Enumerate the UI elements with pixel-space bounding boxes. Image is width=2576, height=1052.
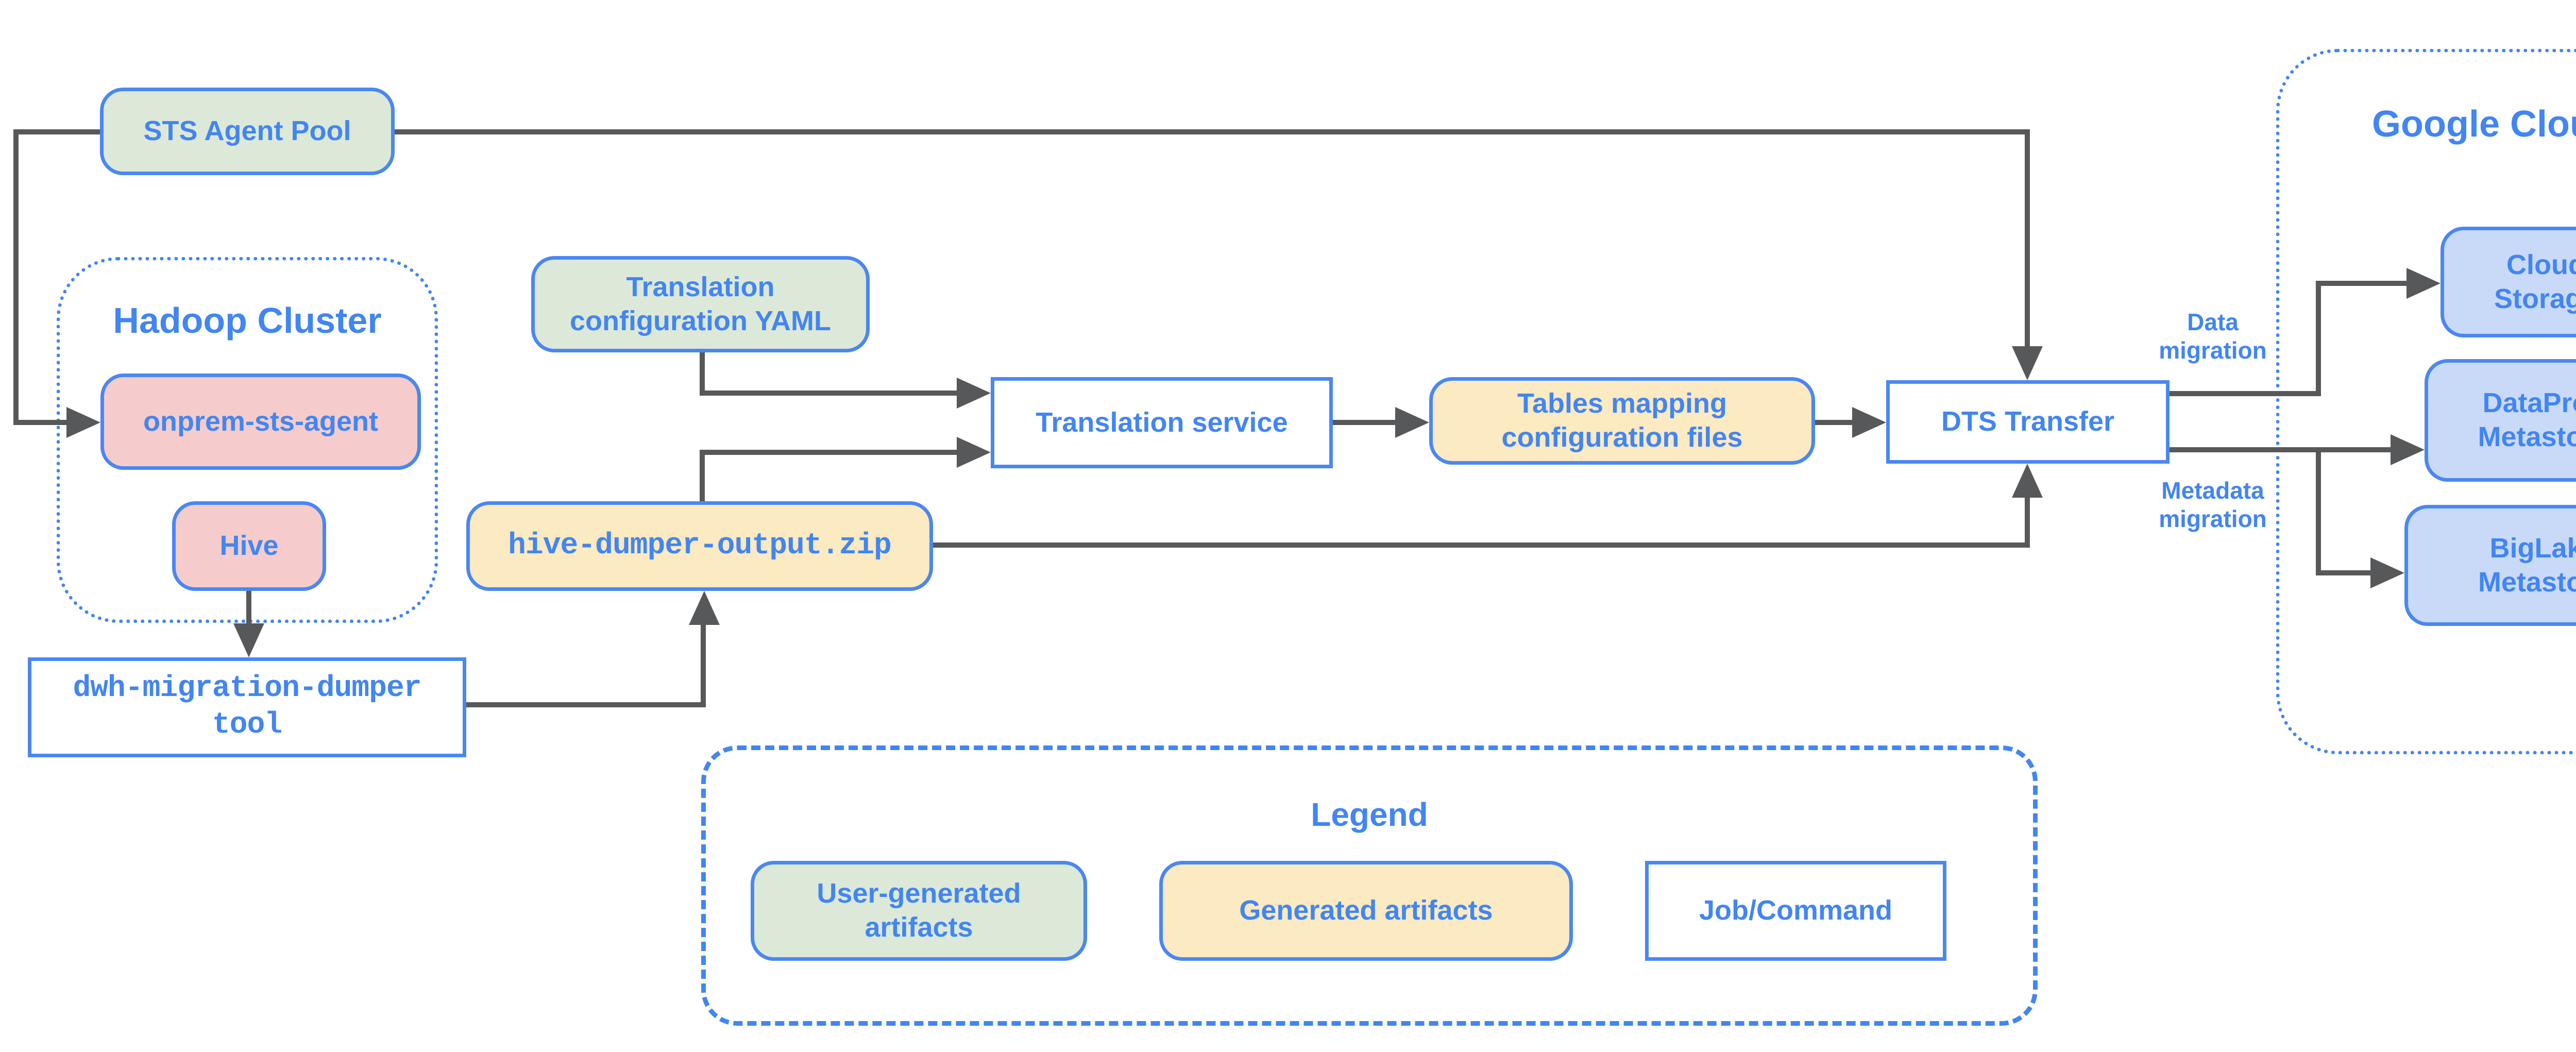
edge-tables-to-dts-line bbox=[1814, 420, 1857, 425]
edge-hive-to-dumper-line bbox=[246, 587, 251, 626]
legend-container: Legend bbox=[701, 745, 2038, 1026]
google-cloud-title: Google Cloud bbox=[2372, 104, 2576, 145]
node-onprem-sts-agent: onprem-sts-agent bbox=[100, 374, 421, 470]
node-dts-transfer: DTS Transfer bbox=[1886, 380, 2170, 464]
edge-up-into-dts-line bbox=[2025, 494, 2030, 548]
arrowhead-into-dataproc-metastore bbox=[2391, 434, 2425, 465]
arrowhead-into-dts-left bbox=[1852, 407, 1886, 438]
node-translation-configuration-yaml: Translation configuration YAML bbox=[531, 256, 870, 352]
edge-dumper-to-zip-line bbox=[701, 621, 706, 707]
hadoop-cluster-title: Hadoop Cluster bbox=[113, 300, 382, 341]
legend-item-job-command: Job/Command bbox=[1645, 861, 1946, 961]
edge-data-up-line bbox=[2316, 281, 2321, 396]
node-sts-agent-pool: STS Agent Pool bbox=[100, 88, 395, 175]
edge-dts-data-out-line bbox=[2166, 391, 2321, 396]
edge-yaml-to-translation-line bbox=[700, 391, 960, 396]
arrowhead-into-dts-bottom bbox=[2012, 464, 2043, 498]
arrowhead-into-zip-bottom bbox=[689, 591, 720, 625]
arrowhead-into-dumper-tool bbox=[233, 623, 264, 657]
edge-zip-up-line bbox=[700, 450, 705, 504]
edge-left-drop-line bbox=[13, 129, 19, 425]
edge-translation-to-tables-line bbox=[1332, 420, 1399, 425]
edge-dumper-out-line bbox=[464, 702, 706, 707]
edge-metadata-branch-line bbox=[2316, 447, 2321, 575]
arrowhead-into-translation-lower bbox=[957, 437, 991, 468]
edge-down-to-dts-line bbox=[2025, 132, 2030, 348]
arrowhead-into-translation-upper bbox=[957, 378, 991, 409]
arrowhead-into-dts-top bbox=[2012, 346, 2043, 380]
node-dataproc-metastore: DataProc Metastore bbox=[2425, 359, 2576, 482]
node-cloud-storage: Cloud Storage bbox=[2441, 227, 2576, 337]
node-hive-dumper-output-zip: hive-dumper-output.zip bbox=[466, 501, 933, 591]
edge-zip-to-translation-line bbox=[700, 450, 960, 455]
legend-item-user-generated-artifacts: User-generated artifacts bbox=[751, 861, 1087, 961]
arrowhead-into-cloud-storage bbox=[2406, 268, 2441, 299]
node-tables-mapping-configuration-files: Tables mapping configuration files bbox=[1429, 377, 1815, 465]
arrowhead-into-onprem-sts-agent bbox=[66, 407, 100, 438]
arrowhead-into-biglake-metastore bbox=[2370, 557, 2404, 588]
edge-dts-metadata-out-line bbox=[2166, 447, 2393, 452]
edge-zip-to-dts-long-line bbox=[930, 542, 2030, 548]
edge-yaml-down-line bbox=[700, 350, 705, 396]
node-translation-service: Translation service bbox=[991, 377, 1333, 468]
label-data-migration: Data migration bbox=[2159, 309, 2267, 364]
arrowhead-into-tables-mapping bbox=[1395, 407, 1429, 438]
legend-title: Legend bbox=[1311, 796, 1428, 833]
edge-into-cloud-storage-line bbox=[2316, 281, 2410, 286]
edge-sts-to-dts-top-line bbox=[16, 129, 2030, 134]
edge-into-onprem-line bbox=[13, 420, 70, 425]
node-biglake-metastore: BigLake Metastore bbox=[2404, 505, 2576, 626]
node-hive: Hive bbox=[172, 501, 326, 591]
label-metadata-migration: Metadata migration bbox=[2159, 477, 2267, 533]
legend-item-generated-artifacts: Generated artifacts bbox=[1159, 861, 1573, 961]
edge-into-biglake-line bbox=[2316, 570, 2374, 575]
node-dwh-migration-dumper-tool: dwh-migration-dumper tool bbox=[28, 657, 466, 757]
google-cloud-container: Google Cloud bbox=[2276, 49, 2576, 754]
